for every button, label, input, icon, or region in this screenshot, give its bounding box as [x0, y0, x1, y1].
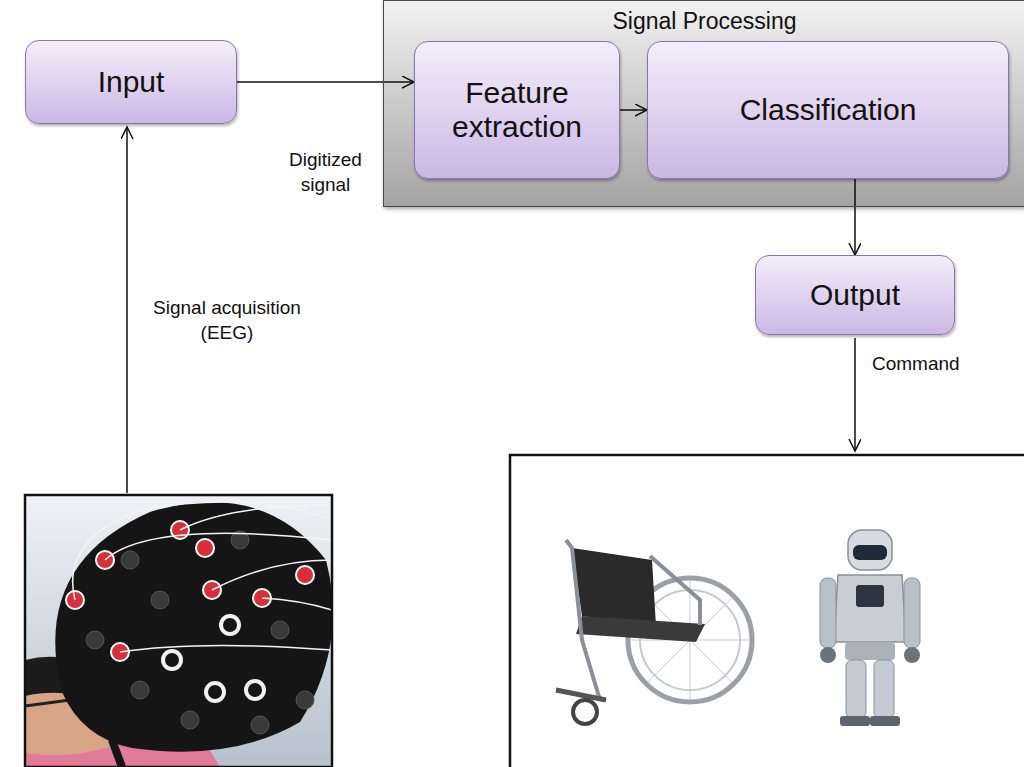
- signal-acquisition-label: Signal acquisition (EEG): [137, 296, 317, 345]
- photo-background: [25, 495, 332, 767]
- cap-holes: [86, 531, 314, 734]
- ring-electrode: [246, 681, 264, 699]
- red-electrodes: [66, 521, 314, 661]
- robot-torso: [834, 575, 906, 642]
- cap-hole: [271, 621, 289, 639]
- robot-foot: [840, 716, 870, 726]
- electrode: [196, 539, 214, 557]
- glasses: [25, 700, 70, 706]
- wire: [180, 505, 332, 530]
- cap-hole: [86, 631, 104, 649]
- box-label: Feature extraction: [427, 76, 607, 145]
- processing-panel: Signal ProcessingFeature extraction Class…: [383, 0, 1024, 207]
- frame: [566, 540, 600, 700]
- cap-hole: [296, 691, 314, 709]
- command-arrow: [854, 338, 856, 451]
- seat: [576, 616, 705, 642]
- photo-frame: [25, 495, 332, 767]
- robot-head: [848, 530, 892, 570]
- wire: [120, 645, 332, 652]
- box-label: Classification: [740, 93, 917, 128]
- caster: [573, 700, 597, 724]
- wire: [105, 533, 332, 560]
- cap-hole: [121, 551, 139, 569]
- robot-leg: [846, 660, 866, 718]
- robot-chest: [856, 585, 884, 607]
- wire: [262, 598, 332, 610]
- input-box: Input: [25, 40, 237, 124]
- cap-hole: [151, 591, 169, 609]
- edge-label: Digitized signal: [271, 148, 381, 197]
- cap-hole: [251, 716, 269, 734]
- ring-electrode: [221, 616, 239, 634]
- process-box: Feature extraction: [414, 41, 620, 179]
- robot-hand: [820, 647, 836, 663]
- chin-strap: [112, 740, 122, 767]
- white-rings: [163, 616, 264, 701]
- eeg-cap-photo: [25, 495, 332, 767]
- footrest: [556, 690, 606, 700]
- humanoid-robot: [820, 530, 920, 726]
- acquisition-arrow: [126, 127, 128, 493]
- robot-pelvis: [845, 642, 895, 660]
- cap: [55, 502, 332, 752]
- cap-hole: [131, 681, 149, 699]
- armrest: [650, 556, 700, 625]
- panel-title: Signal Processing: [384, 8, 1024, 35]
- wire: [73, 502, 332, 600]
- robot-foot: [870, 716, 900, 726]
- seat-back: [572, 548, 656, 626]
- ring-electrode: [206, 683, 224, 701]
- robot-hand: [904, 647, 920, 663]
- cap-hole: [181, 711, 199, 729]
- electrode: [296, 566, 314, 584]
- electrode-wires: [73, 502, 332, 652]
- process-box: Classification: [647, 41, 1009, 179]
- robot-leg: [874, 660, 894, 718]
- robot-arm: [820, 578, 836, 648]
- robot-arm: [904, 578, 920, 648]
- ring-electrode: [163, 651, 181, 669]
- box-label: Output: [810, 278, 900, 313]
- wheelchair: [556, 540, 752, 724]
- command-label: Command: [872, 352, 992, 377]
- box-label: Input: [98, 65, 165, 100]
- wire: [212, 560, 332, 590]
- output-box: Output: [755, 255, 955, 335]
- device-frame: [510, 455, 1024, 767]
- robot-visor: [853, 545, 887, 560]
